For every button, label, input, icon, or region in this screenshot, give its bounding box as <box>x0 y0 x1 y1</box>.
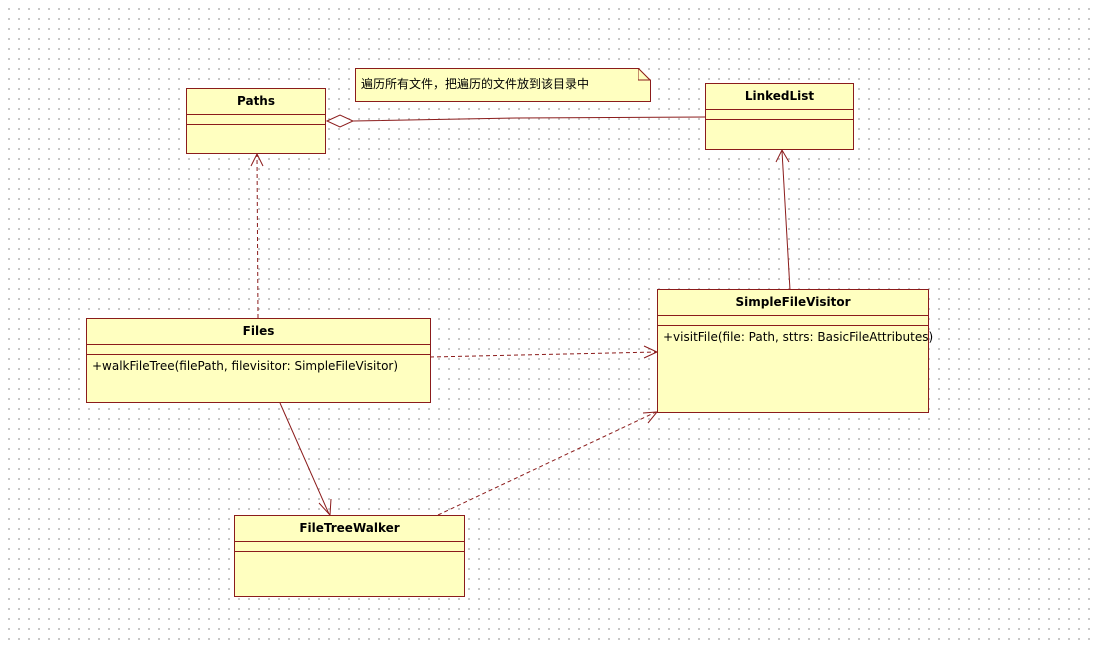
attributes-compartment <box>187 115 325 125</box>
association-line-files-walker <box>279 402 330 515</box>
class-files[interactable]: Files +walkFileTree(filePath, filevisito… <box>86 318 431 403</box>
operation-walkfiletree: +walkFileTree(filePath, filevisitor: Sim… <box>92 359 399 373</box>
operation-visitfile: +visitFile(file: Path, sttrs: BasicFileA… <box>663 330 934 344</box>
attributes-compartment <box>706 110 853 120</box>
class-linkedlist[interactable]: LinkedList <box>705 83 854 150</box>
operations-compartment: +visitFile(file: Path, sttrs: BasicFileA… <box>658 326 934 348</box>
arrowhead-paths <box>250 152 264 167</box>
class-name: Files <box>87 319 430 345</box>
note[interactable]: 遍历所有文件，把遍历的文件放到该目录中 <box>355 68 651 102</box>
class-paths[interactable]: Paths <box>186 88 326 154</box>
dependency-line-files-visitor <box>429 351 657 358</box>
association-line-visitor-linkedlist <box>781 150 791 291</box>
operations-compartment <box>706 120 853 126</box>
aggregation-line-paths-linkedlist <box>352 116 707 122</box>
dependency-line-walker-visitor <box>437 411 657 516</box>
note-text: 遍历所有文件，把遍历的文件放到该目录中 <box>361 77 590 91</box>
operations-compartment <box>187 125 325 131</box>
class-name: FileTreeWalker <box>235 516 464 542</box>
arrowhead-linkedlist <box>775 148 790 163</box>
arrowhead-visitor-from-walker <box>642 411 659 424</box>
arrowhead-walker <box>318 498 332 517</box>
class-name: SimpleFileVisitor <box>658 290 928 316</box>
dependency-line-files-paths <box>256 154 259 319</box>
operations-compartment: +walkFileTree(filePath, filevisitor: Sim… <box>87 355 430 377</box>
class-name: Paths <box>187 89 325 115</box>
arrowhead-visitor-from-files <box>643 345 659 359</box>
class-simplefilevisitor[interactable]: SimpleFileVisitor +visitFile(file: Path,… <box>657 289 934 413</box>
class-name: LinkedList <box>706 84 853 110</box>
attributes-compartment <box>235 542 464 552</box>
aggregation-diamond <box>325 114 355 128</box>
attributes-compartment <box>658 316 928 326</box>
attributes-compartment <box>87 345 430 355</box>
class-filetreewalker[interactable]: FileTreeWalker <box>234 515 465 597</box>
operations-compartment <box>235 552 464 558</box>
